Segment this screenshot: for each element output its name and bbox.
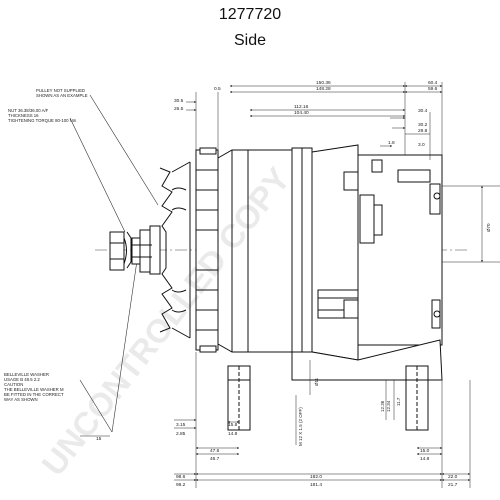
dim-label: 3.15: [176, 422, 186, 428]
dim-label: 15: [96, 436, 102, 442]
dim-label: 11.7: [396, 397, 401, 406]
right-dimension-lines: [442, 185, 500, 263]
note-leaders: [69, 94, 159, 433]
dim-label: 12.34: [386, 400, 391, 412]
mounting-foot: [227, 339, 443, 431]
dim-label: 181.4: [310, 482, 322, 488]
dim-label: 98.2: [176, 482, 186, 488]
dim-label: 46.7: [210, 456, 220, 462]
pulley-outline: [159, 161, 191, 339]
dim-label: 2.85: [176, 431, 186, 437]
dim-label: 30.4: [418, 108, 428, 114]
dim-label: 22.0: [448, 474, 458, 480]
dim-label: Ø11: [314, 377, 319, 386]
dim-label: 59.6: [428, 86, 438, 92]
top-dimension-lines: [186, 82, 443, 160]
dim-label: 0.5: [214, 86, 221, 92]
pulley-note: PULLEY NOT SUPPLIED SHOWN AS AN EXAMPLE: [36, 88, 88, 98]
dim-label: 21.7: [448, 482, 458, 488]
part-number-title: 1277720: [218, 6, 282, 23]
view-subtitle: Side: [233, 32, 267, 49]
shaft-nut: [109, 231, 127, 271]
washer-note: BELLEVILLE WASHER USAGE B 48.5 2.2 CAUTI…: [4, 372, 64, 402]
dim-label: 182.0: [310, 474, 322, 480]
dim-label: 14.8: [420, 456, 430, 462]
dim-label: 30.2: [418, 122, 428, 128]
dim-label: 60.4: [428, 80, 438, 86]
dim-label: Ø70: [486, 223, 491, 232]
belleville-washer: [126, 231, 132, 269]
dim-label: M 12 X 1.5 (2 OFF): [298, 407, 303, 446]
dim-label: 1.8: [388, 140, 395, 146]
nut-note: NUT 36.38/36.00 A/F THICKNESS 16 TIGHTEN…: [8, 108, 77, 123]
dim-label: 47.6: [210, 448, 220, 454]
dim-label: 150.36: [316, 80, 331, 86]
cooling-fan: [195, 147, 219, 353]
dim-label: 29.8: [418, 128, 428, 134]
dim-label: 148.28: [316, 86, 331, 92]
bottom-dimension-lines: [80, 352, 471, 488]
dim-label: 98.6: [176, 474, 186, 480]
dim-label: 15.8: [228, 422, 238, 428]
dim-label: 14.8: [228, 431, 238, 437]
stator-band: [291, 147, 313, 355]
dim-label: 3.0: [418, 142, 425, 148]
dim-label: 30.5: [174, 98, 184, 104]
dim-label: 12.36: [380, 400, 385, 412]
dim-label: 15.0: [420, 448, 430, 454]
rear-cover: [343, 154, 443, 346]
rotor-shaft: [131, 225, 161, 275]
dim-label: 26.5: [174, 106, 184, 112]
dim-label: 104.40: [294, 110, 309, 116]
dim-label: 112.16: [294, 104, 309, 110]
